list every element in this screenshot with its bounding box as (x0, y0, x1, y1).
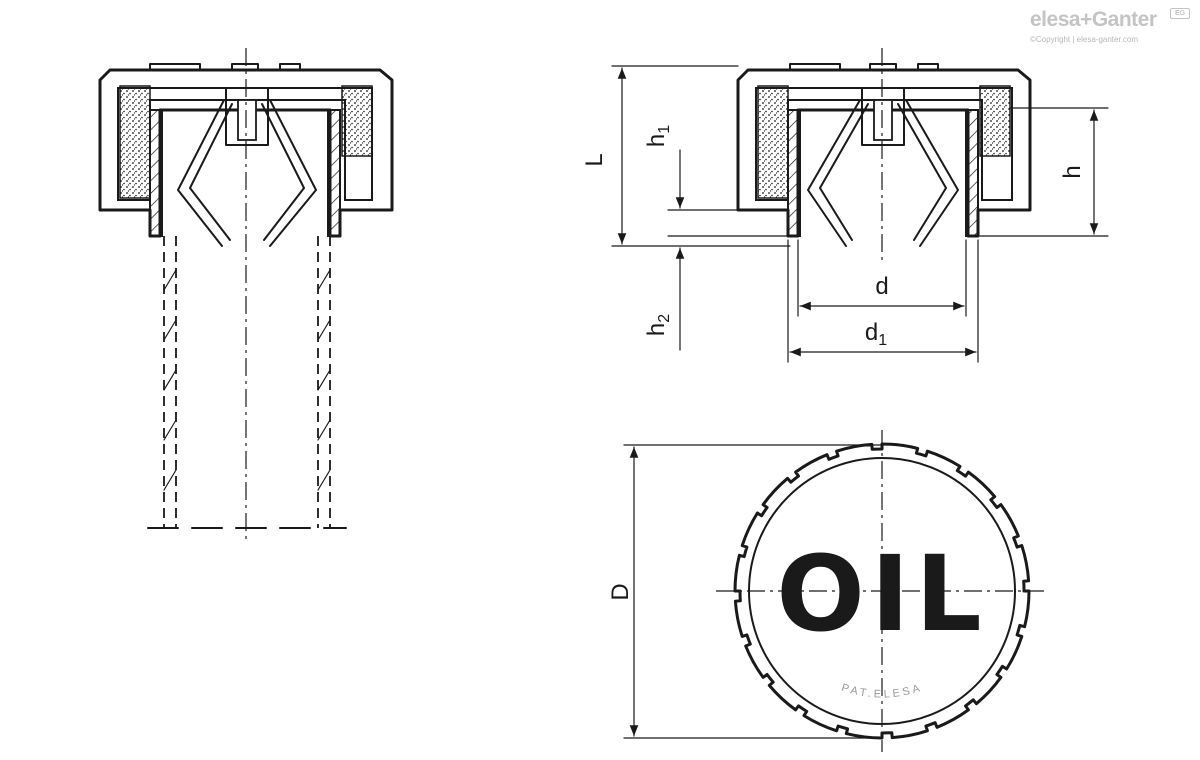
label-h2: h2 (643, 314, 673, 336)
label-h: h (1059, 165, 1086, 178)
brand-copyright: ©Copyright | elesa-ganter.com (1030, 35, 1139, 44)
right-section-view (736, 48, 1032, 260)
label-d: d (875, 273, 888, 300)
label-L: L (581, 153, 608, 166)
left-section-view (98, 48, 394, 540)
label-d1: d1 (865, 319, 887, 349)
dimension-lines (611, 65, 1109, 739)
brand-badge: EG (1170, 8, 1190, 19)
label-h1: h1 (643, 125, 673, 147)
cap-top-view: OIL PAT.ELESA (716, 430, 1048, 752)
brand-name: elesa+Ganter (1030, 8, 1157, 31)
label-D: D (607, 583, 634, 600)
cap-label-oil: OIL (776, 533, 987, 655)
brand-logo: elesa+Ganter EG ©Copyright | elesa-gante… (1030, 8, 1190, 48)
